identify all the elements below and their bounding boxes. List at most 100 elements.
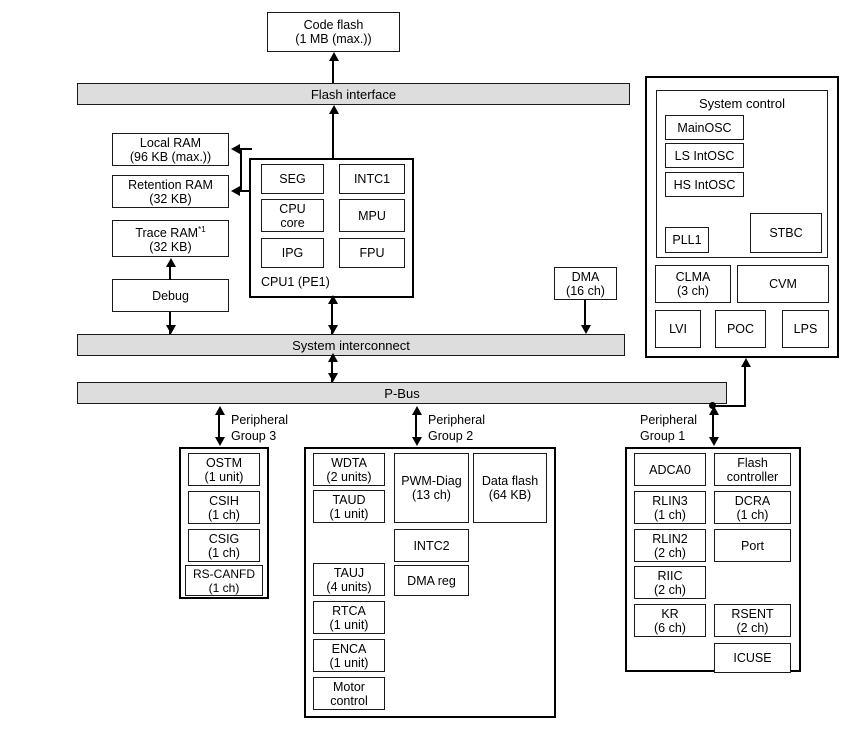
block-trace-ram-line1: Trace RAM*1 xyxy=(135,224,206,241)
block-rtca-line2: (1 unit) xyxy=(329,617,369,632)
arrow-cpu-to-interconnect-down xyxy=(328,325,338,334)
bus-system-interconnect-label: System interconnect xyxy=(292,337,410,353)
block-cpu-unit-mpu: MPU xyxy=(339,199,405,232)
block-cpu-unit-seg: SEG xyxy=(261,164,324,194)
block-rtca-line1: RTCA xyxy=(332,603,366,618)
block-dcra-line1: DCRA xyxy=(734,493,771,508)
label-peripheral-group-2-line1: Peripheral xyxy=(428,413,485,427)
block-intc2: INTC2 xyxy=(394,529,469,562)
block-adca0: ADCA0 xyxy=(634,453,706,486)
block-poc-label: POC xyxy=(726,322,755,336)
connector-junction-vertical-right xyxy=(744,389,746,407)
connector-junction-to-system-control xyxy=(713,405,746,407)
arrow-pbus-to-system-control xyxy=(741,358,751,367)
block-kr-line2: (6 ch) xyxy=(654,620,686,635)
connector-cpu-to-flashif xyxy=(332,111,334,159)
block-flash-controller-line1: Flash xyxy=(737,455,768,470)
connector-pbus-to-group2 xyxy=(415,410,417,442)
label-peripheral-group-1-line2: Group 1 xyxy=(640,429,686,443)
connector-pbus-to-group3 xyxy=(218,410,220,442)
block-rlin3-line1: RLIN3 xyxy=(652,493,688,508)
block-code-flash: Code flash (1 MB (max.)) xyxy=(267,12,400,52)
connector-debug-to-interconnect xyxy=(169,312,171,334)
block-riic-line1: RIIC xyxy=(657,568,683,583)
block-flash-controller-line2: controller xyxy=(726,469,779,484)
block-ostm-line1: OSTM xyxy=(205,455,243,470)
block-riic: RIIC (2 ch) xyxy=(634,566,706,599)
block-dma: DMA (16 ch) xyxy=(554,267,617,300)
block-cpu-unit-ipg-label: IPG xyxy=(281,246,304,260)
block-pwm-diag-line2: (13 ch) xyxy=(412,488,451,502)
block-rtca: RTCA (1 unit) xyxy=(313,601,385,634)
block-tauj-line2: (4 units) xyxy=(326,579,372,594)
connector-pbus-to-group1 xyxy=(712,410,714,442)
block-clma-line2: (3 ch) xyxy=(677,284,709,298)
block-csih-line1: CSIH xyxy=(209,493,239,508)
arrow-cpu-to-interconnect-up xyxy=(328,295,338,304)
block-poc: POC xyxy=(715,310,766,348)
block-trace-ram-footnote: *1 xyxy=(198,224,206,234)
block-mainosc: MainOSC xyxy=(665,115,744,140)
block-trace-ram: Trace RAM*1 (32 KB) xyxy=(112,220,229,257)
block-rs-canfd: RS-CANFD (1 ch) xyxy=(185,565,263,596)
block-lvi-label: LVI xyxy=(669,322,687,336)
connector-cpu-to-interconnect xyxy=(331,298,333,334)
connector-dma-to-interconnect xyxy=(584,300,586,326)
block-dma-reg-label: DMA reg xyxy=(407,573,456,588)
block-trace-ram-line2: (32 KB) xyxy=(149,240,192,255)
label-peripheral-group-3-line1: Peripheral xyxy=(231,413,288,427)
block-dma-line2: (16 ch) xyxy=(566,283,605,298)
block-cpu-unit-intc1: INTC1 xyxy=(339,164,405,194)
block-motor-control: Motor control xyxy=(313,677,385,710)
block-csig-line1: CSIG xyxy=(208,531,240,546)
block-enca-line1: ENCA xyxy=(331,641,367,656)
block-motor-control-line2: control xyxy=(330,693,368,708)
block-riic-line2: (2 ch) xyxy=(654,582,686,597)
block-wdta-line2: (2 units) xyxy=(326,469,372,484)
block-lvi: LVI xyxy=(655,310,701,348)
block-data-flash: Data flash (64 KB) xyxy=(473,453,547,523)
block-cpu-unit-cpu-core: CPU core xyxy=(261,199,324,232)
block-rs-canfd-line1: RS-CANFD xyxy=(193,566,255,581)
block-csih-line2: (1 ch) xyxy=(208,507,240,522)
arrow-cpu-to-flashif xyxy=(329,105,339,114)
block-ostm-line2: (1 unit) xyxy=(204,469,244,484)
block-local-ram: Local RAM (96 KB (max.)) xyxy=(112,133,229,166)
block-pll1-label: PLL1 xyxy=(672,233,702,247)
connector-cpu-to-retention-ram xyxy=(240,190,252,192)
block-hs-intosc: HS IntOSC xyxy=(665,172,744,197)
arrow-interconnect-to-pbus-down xyxy=(328,373,338,382)
arrow-pbus-to-group1-down xyxy=(709,437,719,446)
block-retention-ram-line1: Retention RAM xyxy=(128,177,213,192)
block-local-ram-line1: Local RAM xyxy=(139,135,202,150)
arrow-pbus-to-group2-up xyxy=(412,406,422,415)
arrow-pbus-to-group3-down xyxy=(215,437,225,446)
block-code-flash-line2: (1 MB (max.)) xyxy=(295,32,372,46)
block-clma: CLMA (3 ch) xyxy=(655,265,731,303)
block-ls-intosc-label: LS IntOSC xyxy=(674,148,735,163)
block-adca0-label: ADCA0 xyxy=(649,462,691,477)
block-pwm-diag-line1: PWM-Diag xyxy=(401,474,462,488)
block-csih: CSIH (1 ch) xyxy=(188,491,260,524)
block-pwm-diag: PWM-Diag (13 ch) xyxy=(394,453,469,523)
bus-system-interconnect: System interconnect xyxy=(77,334,625,356)
block-enca-line2: (1 unit) xyxy=(329,655,369,670)
block-icuse-label: ICUSE xyxy=(733,651,772,665)
block-dcra: DCRA (1 ch) xyxy=(714,491,791,524)
block-rsent-line1: RSENT xyxy=(731,606,774,621)
connector-cpu-to-local-ram xyxy=(240,148,252,150)
block-cpu-unit-cpu-core-line2: core xyxy=(280,215,305,230)
arrow-interconnect-to-pbus-up xyxy=(328,353,338,362)
block-enca: ENCA (1 unit) xyxy=(313,639,385,672)
block-stbc: STBC xyxy=(750,213,822,253)
block-rlin3-line2: (1 ch) xyxy=(654,507,686,522)
block-debug: Debug xyxy=(112,279,229,312)
block-data-flash-line1: Data flash xyxy=(481,474,539,488)
block-taud: TAUD (1 unit) xyxy=(313,490,385,523)
block-csig: CSIG (1 ch) xyxy=(188,529,260,562)
block-flash-controller: Flash controller xyxy=(714,453,791,486)
arrow-dma-to-interconnect xyxy=(581,325,591,334)
block-tauj: TAUJ (4 units) xyxy=(313,563,385,596)
block-pll1: PLL1 xyxy=(665,227,709,253)
